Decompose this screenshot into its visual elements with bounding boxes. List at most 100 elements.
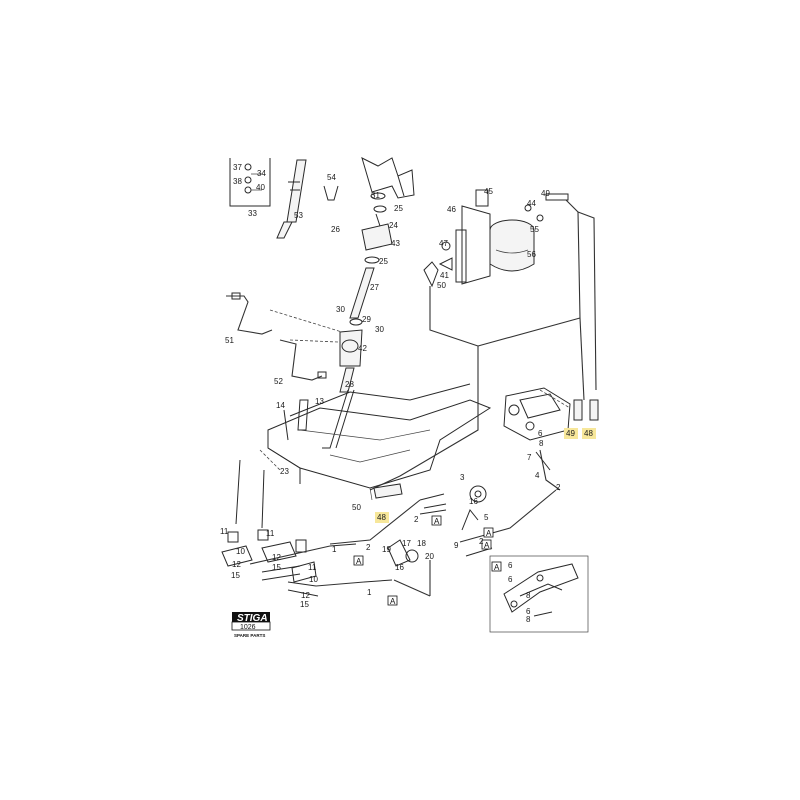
box-marker-frame [387, 595, 398, 606]
callout-56: 56 [527, 250, 536, 259]
box-marker-text: A [390, 597, 396, 606]
callout-text: 30 [375, 325, 384, 334]
callout-text: 54 [327, 173, 336, 182]
callout-28: 28 [345, 380, 354, 389]
box-marker-frame [431, 515, 442, 526]
callout-15: 15 [300, 600, 309, 609]
svg-text:STIGA: STIGA [237, 613, 268, 624]
callout-50: 50 [352, 503, 361, 512]
callout-text: 15 [272, 563, 281, 572]
linkage-assembly [329, 449, 561, 597]
callout-text: 1 [367, 588, 372, 597]
callout-text: 5 [484, 513, 489, 522]
callout-30: 30 [336, 305, 345, 314]
callout-33: 33 [248, 209, 257, 218]
callout-text: 25 [394, 204, 403, 213]
callout-text: 30 [336, 305, 345, 314]
callout-1: 1 [367, 588, 372, 597]
callout-text: 31 [371, 191, 380, 200]
box-marker-text: A [486, 529, 492, 538]
callout-55: 55 [530, 225, 539, 234]
box-marker-text: A [484, 541, 490, 550]
callout-3: 3 [460, 473, 465, 482]
callout-25: 25 [379, 257, 388, 266]
box-marker-A: A [387, 595, 398, 606]
callout-text: 6 [508, 575, 513, 584]
callout-48-highlighted: 48 [582, 428, 596, 439]
callout-13: 13 [315, 397, 324, 406]
callout-10: 10 [309, 575, 318, 584]
callout-text: 3 [460, 473, 465, 482]
callout-text: 11 [308, 563, 317, 572]
callout-text: 8 [526, 591, 531, 600]
callout-19: 19 [382, 545, 391, 554]
callout-17: 17 [402, 539, 411, 548]
callout-text: 12 [232, 560, 241, 569]
box-marker-frame [491, 561, 502, 572]
callout-text: 16 [469, 497, 478, 506]
callout-27: 27 [370, 283, 379, 292]
callout-53: 53 [294, 211, 303, 220]
callout-42: 42 [358, 344, 367, 353]
callout-text: 1 [332, 545, 337, 554]
callout-2: 2 [366, 543, 371, 552]
steering-shaft-53 [276, 159, 307, 239]
callout-37: 37 [233, 163, 242, 172]
callout-26: 26 [331, 225, 340, 234]
callout-31: 31 [371, 191, 380, 200]
callout-8: 8 [539, 439, 544, 448]
callout-40: 40 [256, 183, 265, 192]
callout-text: 15 [300, 600, 309, 609]
callout-text: 20 [425, 552, 434, 561]
callout-text: 53 [294, 211, 303, 220]
callout-text: 2 [556, 483, 561, 492]
box-marker-A: A [481, 539, 492, 550]
callout-15: 15 [272, 563, 281, 572]
callout-6: 6 [526, 607, 531, 616]
callout-23: 23 [280, 467, 289, 476]
cable-routing [369, 199, 597, 491]
callout-18: 18 [417, 539, 426, 548]
callout-12: 12 [301, 591, 310, 600]
callout-30: 30 [375, 325, 384, 334]
pedal-assembly [221, 459, 365, 597]
box-marker-A: A [491, 561, 502, 572]
box-marker-text: A [356, 557, 362, 566]
callout-text: 27 [370, 283, 379, 292]
box-marker-frame [481, 539, 492, 550]
callout-text: 51 [225, 336, 234, 345]
steering-upper-frame [361, 157, 415, 199]
callout-text: 4 [535, 471, 540, 480]
steering-column [322, 192, 393, 449]
box-marker-frame [353, 555, 364, 566]
callout-text: 47 [439, 239, 448, 248]
callout-text: 2 [366, 543, 371, 552]
callout-text: 33 [248, 209, 257, 218]
callout-text: 7 [527, 453, 532, 462]
callout-2: 2 [414, 515, 419, 524]
callout-45: 45 [484, 187, 493, 196]
callout-16: 16 [395, 563, 404, 572]
callout-text: 34 [257, 169, 266, 178]
callout-text: 44 [527, 199, 536, 208]
callout-text: 2 [414, 515, 419, 524]
box-marker-A: A [353, 555, 364, 566]
callout-text: 2 [479, 537, 484, 546]
callout-6: 6 [538, 429, 543, 438]
callout-51: 51 [225, 336, 234, 345]
callout-4: 4 [535, 471, 540, 480]
brake-line-51 [226, 292, 343, 335]
callout-text: 11 [266, 529, 275, 538]
callout-16: 16 [469, 497, 478, 506]
callout-text: 56 [527, 250, 536, 259]
callout-6: 6 [508, 561, 513, 570]
callout-text: 10 [309, 575, 318, 584]
callout-43: 43 [391, 239, 400, 248]
callout-29: 29 [362, 315, 371, 324]
callout-text: 41 [440, 271, 449, 280]
callout-text: 11 [220, 527, 229, 536]
chassis-frame [267, 383, 492, 501]
callout-46: 46 [447, 205, 456, 214]
